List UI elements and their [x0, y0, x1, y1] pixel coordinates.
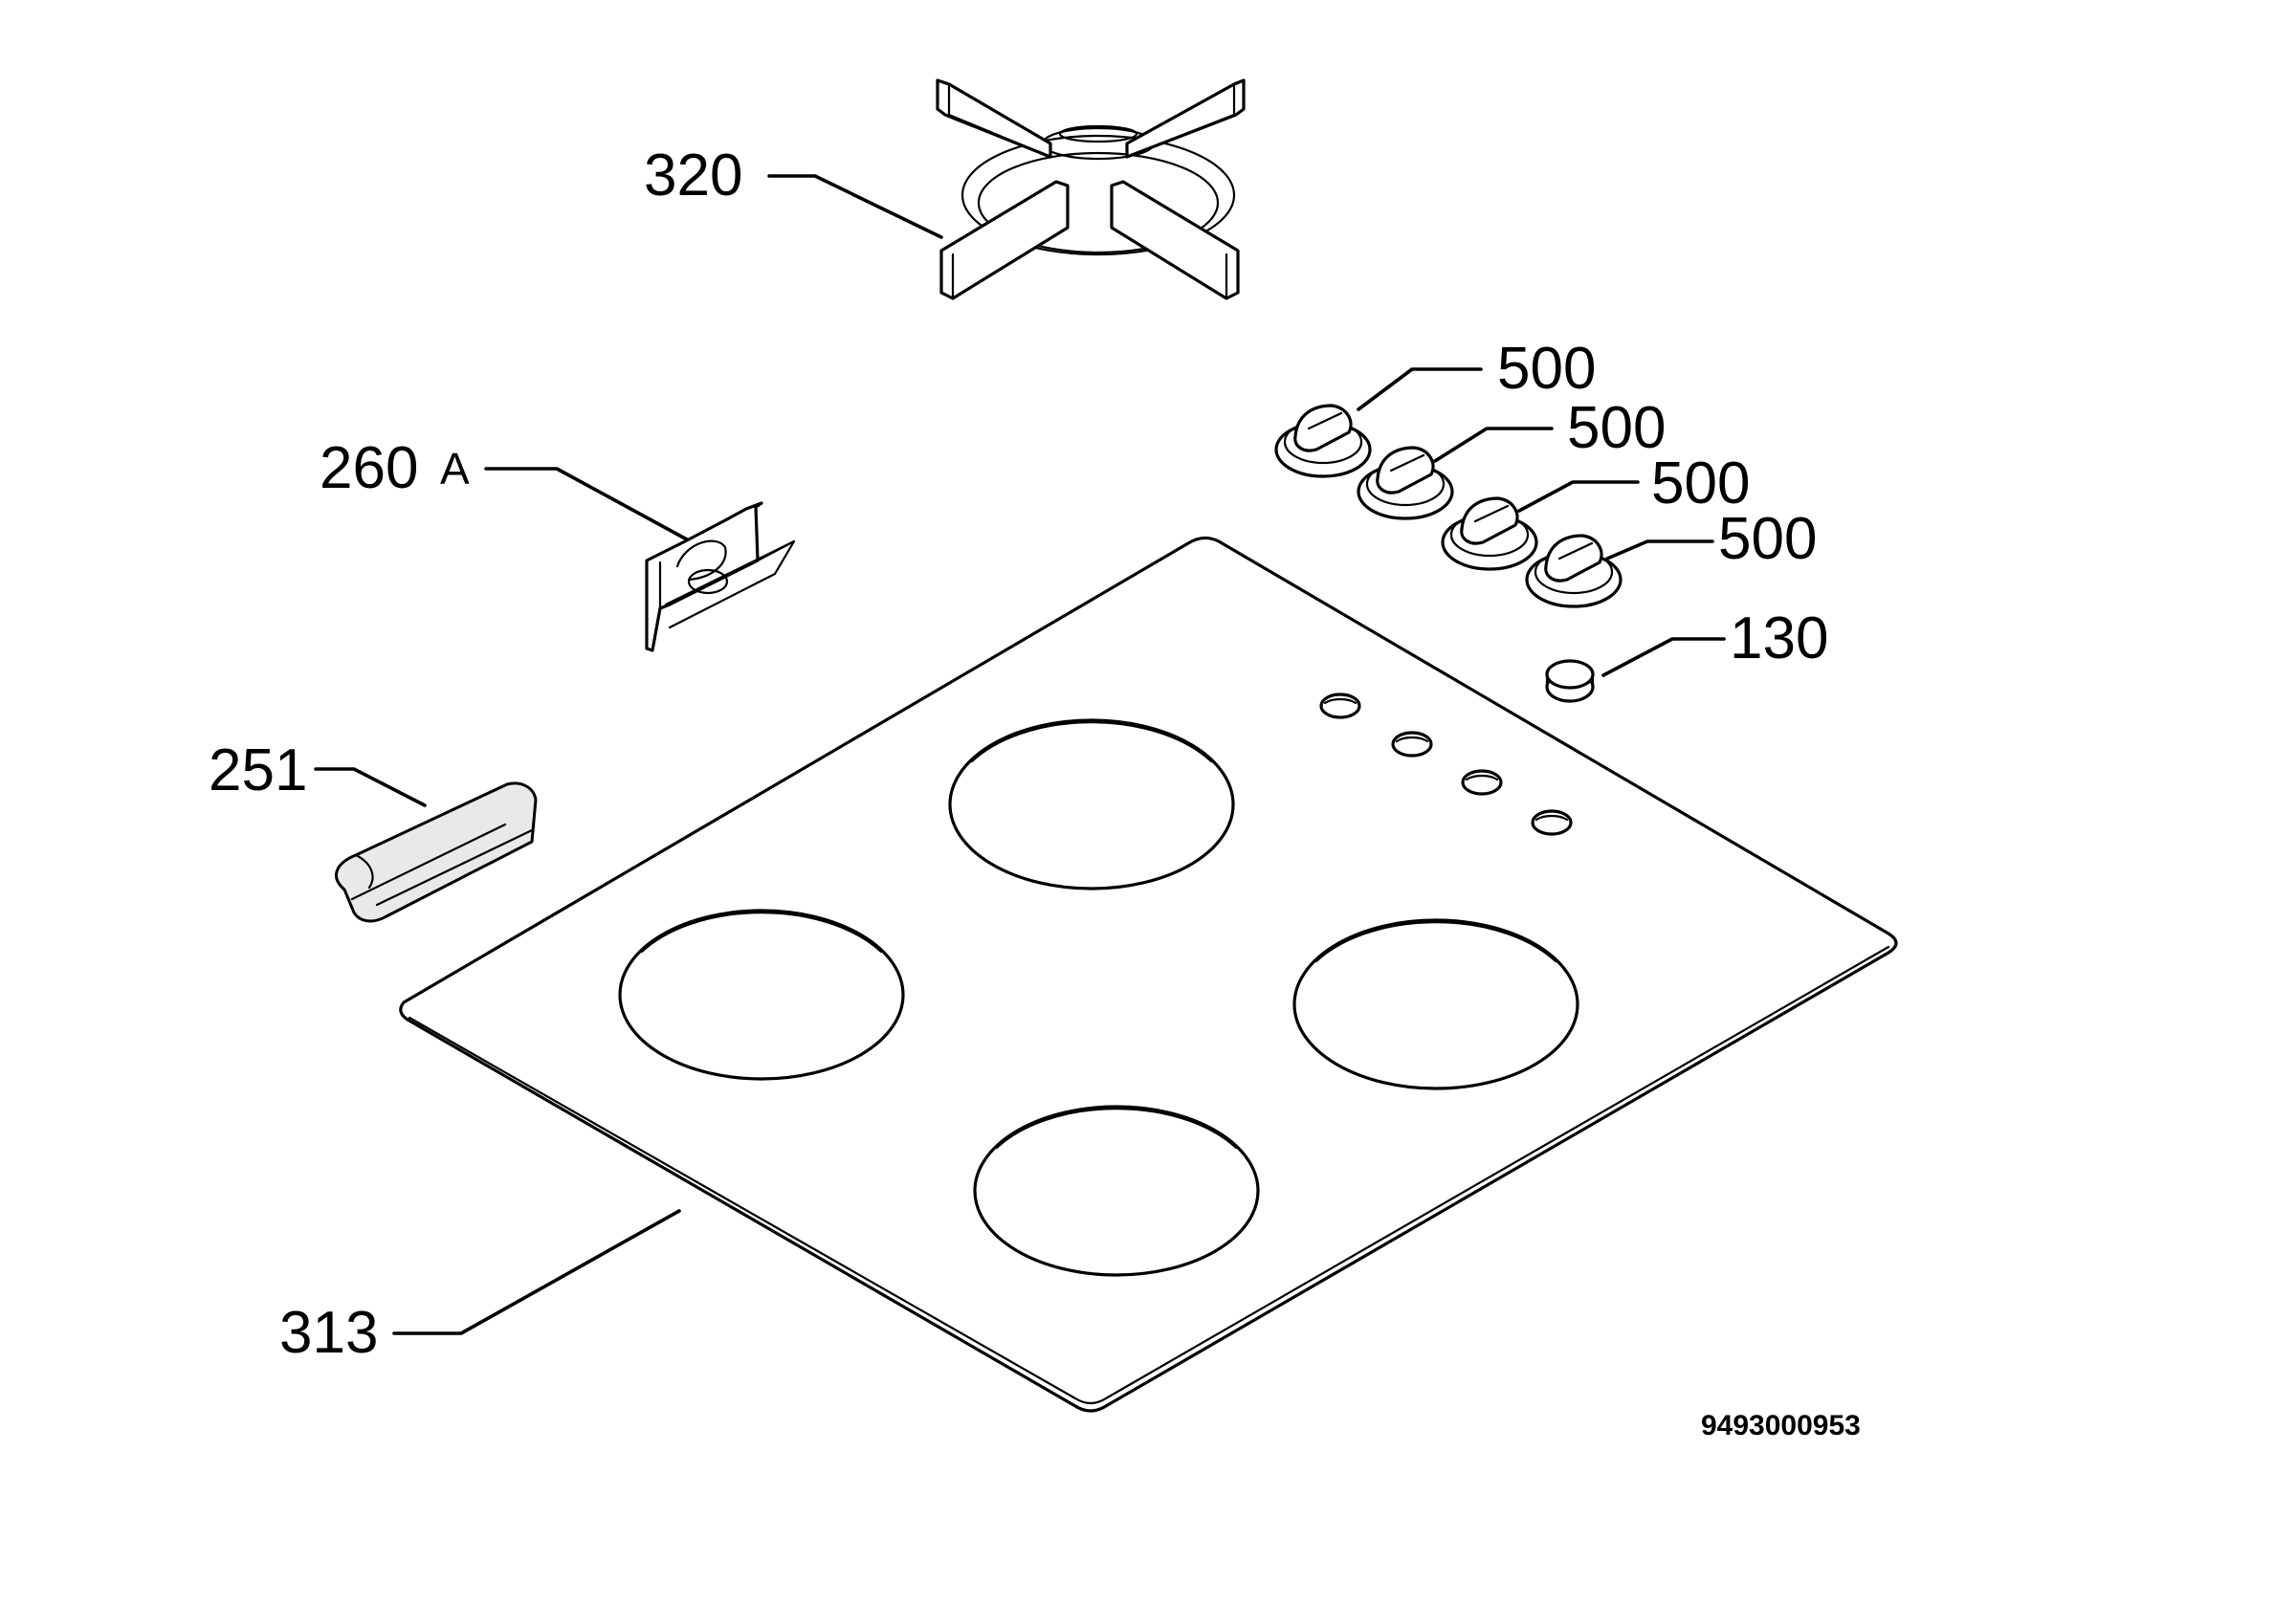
burner-opening: [948, 718, 1235, 890]
leader-line-130: [1601, 637, 1726, 677]
knob-hole: [1391, 731, 1433, 758]
burner-opening: [618, 909, 905, 1081]
callout-320: 320: [644, 143, 742, 209]
control-knob: [1357, 446, 1454, 520]
leader-line-313: [392, 1209, 681, 1335]
callout-500-1: 500: [1497, 336, 1596, 402]
callout-313: 313: [279, 1300, 378, 1366]
plug-part: [1545, 659, 1595, 703]
knob-hole: [1319, 693, 1361, 719]
knob-hole: [1531, 809, 1573, 836]
callout-500-4: 500: [1718, 506, 1817, 572]
callout-130: 130: [1730, 605, 1828, 671]
pan-support-part: [936, 78, 1246, 300]
leader-line-260a: [484, 467, 689, 541]
leader-line-500-3: [1517, 480, 1640, 513]
callout-260: 260: [320, 435, 418, 501]
callout-500-2: 500: [1567, 395, 1666, 461]
control-knob: [1525, 534, 1623, 608]
burner-opening: [1292, 918, 1579, 1090]
seal-strip-part: [335, 781, 538, 923]
leader-line-320: [767, 174, 943, 239]
leader-line-500-1: [1357, 367, 1483, 411]
burner-opening: [973, 1105, 1260, 1277]
leader-line-500-2: [1433, 427, 1554, 463]
callout-260-suffix: A: [440, 444, 470, 494]
knob-hole: [1461, 769, 1503, 796]
control-knob: [1274, 404, 1372, 478]
clip-part: [645, 501, 796, 652]
callout-251: 251: [209, 737, 307, 803]
hob-plate-part: [399, 536, 1898, 1413]
leader-line-251: [314, 767, 427, 807]
document-number: 9493000953: [1701, 1410, 1861, 1441]
callout-500-3: 500: [1651, 451, 1750, 517]
leader-line-500-4: [1605, 539, 1714, 561]
control-knob: [1441, 496, 1538, 571]
